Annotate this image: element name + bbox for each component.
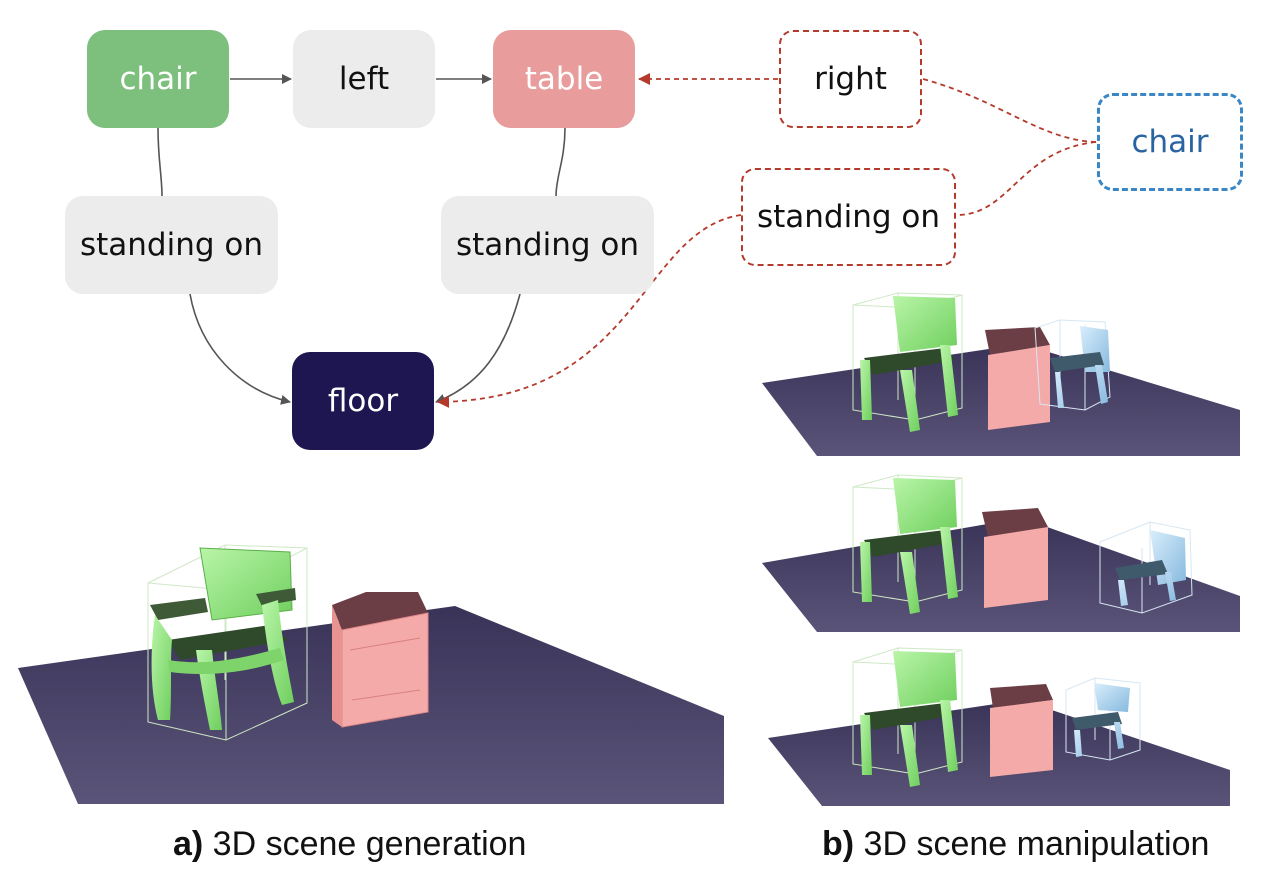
node-right-new: right bbox=[779, 30, 922, 128]
node-floor: floor bbox=[292, 352, 434, 450]
manipulation-edges bbox=[437, 73, 1097, 408]
node-standing-on-chair: standing on bbox=[65, 196, 278, 294]
node-left: left bbox=[293, 30, 435, 128]
node-standing-on-new: standing on bbox=[741, 168, 956, 266]
manipulation-render-1 bbox=[762, 292, 1240, 456]
caption-b-label: b) bbox=[822, 825, 855, 863]
caption-scene-generation: a) 3D scene generation bbox=[173, 825, 526, 864]
caption-b-text: 3D scene manipulation bbox=[854, 825, 1210, 863]
edge-standing-on-floor-new bbox=[437, 214, 742, 408]
edge-chair-standing-on bbox=[157, 127, 163, 197]
node-chair: chair bbox=[87, 30, 229, 128]
table-mesh bbox=[332, 592, 429, 728]
manipulation-render-2 bbox=[762, 474, 1240, 632]
node-table: table bbox=[493, 30, 635, 128]
node-chair-new: chair bbox=[1097, 93, 1243, 191]
edge-table-standing-on bbox=[555, 127, 566, 197]
caption-scene-manipulation: b) 3D scene manipulation bbox=[822, 825, 1209, 864]
edge-standing-on-floor-1 bbox=[189, 293, 291, 405]
manipulation-render-3 bbox=[768, 647, 1230, 806]
edge-chair-standing-on-new bbox=[956, 141, 1097, 216]
scene-generation-render bbox=[18, 544, 724, 804]
node-standing-on-table: standing on bbox=[441, 196, 654, 294]
edge-standing-on-floor-2 bbox=[435, 293, 521, 404]
scene-graph-edges bbox=[157, 74, 566, 405]
caption-a-label: a) bbox=[173, 825, 204, 863]
caption-a-text: 3D scene generation bbox=[203, 825, 527, 863]
edge-chair-right bbox=[922, 78, 1097, 143]
chair-mesh bbox=[150, 547, 296, 730]
